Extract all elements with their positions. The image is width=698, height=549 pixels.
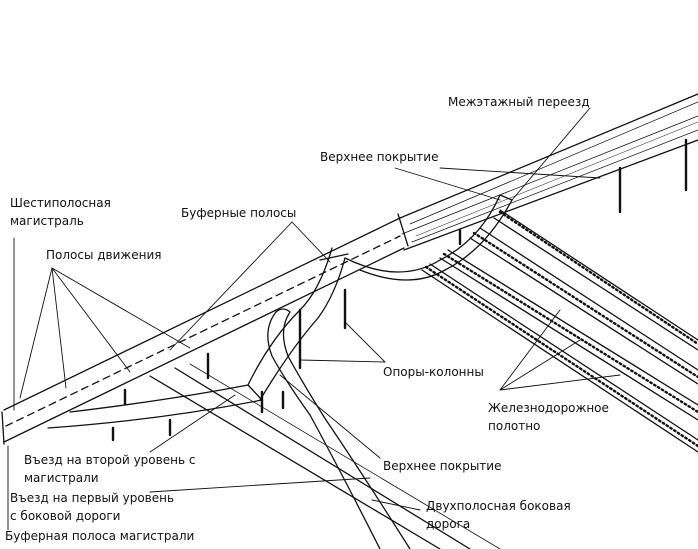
loop-ramps [267,308,327,421]
side-road [149,363,501,549]
label-two-lane-side-road: Двухполосная боковая дорога [426,499,571,531]
buffer-connector [247,247,349,401]
entry-second-level-road [47,384,263,429]
leader-lines [7,107,621,531]
support-columns [111,138,688,442]
label-buffer-lanes: Буферные полосы [181,206,297,220]
overpass [344,194,513,281]
label-support-columns: Опоры-колонны [383,365,484,379]
label-top-surface-lower: Верхнее покрытие [383,459,502,473]
label-highway-buffer-lane: Буферная полоса магистрали [5,529,195,543]
highway [1,93,698,445]
label-entry-second-level: Въезд на второй уровень с магистрали [24,453,196,485]
label-traffic-lanes: Полосы движения [46,248,162,262]
label-top-surface-upper: Верхнее покрытие [320,150,439,164]
railway [421,209,698,453]
label-entry-first-level: Въезд на первый уровень с боковой дороги [10,491,175,523]
label-interlevel-overpass: Межэтажный переезд [448,95,590,109]
label-railway-track: Железнодорожное полотно [488,401,609,433]
label-six-lane-highway: Шестиполосная магистраль [10,196,111,228]
